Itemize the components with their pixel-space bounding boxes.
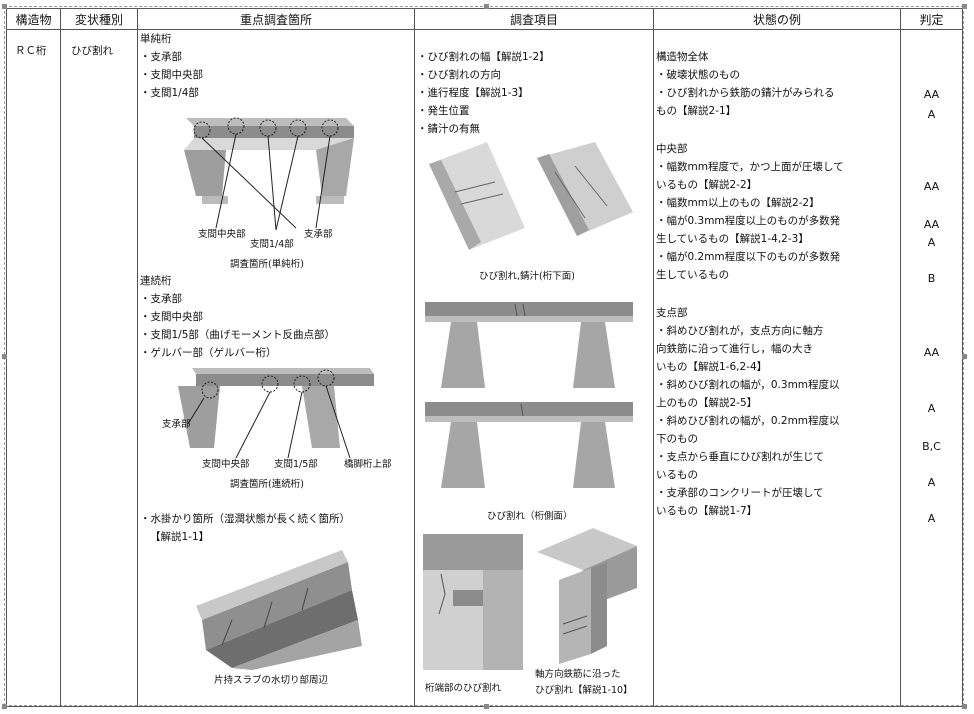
state-line: ・幅が0.3mm程度以上のものが多数発 <box>656 215 841 227</box>
resize-handle[interactable] <box>484 704 489 709</box>
girder-underside-photo <box>429 142 633 250</box>
list-item: ・ひび割れの方向 <box>417 69 501 81</box>
deformation-value: ひび割れ <box>71 45 113 57</box>
figure-label: 支間中央部 <box>198 229 246 240</box>
header-row: 構造物 変状種別 重点調査箇所 調査項目 状態の例 判定 <box>6 8 963 30</box>
resize-handle[interactable] <box>962 4 967 9</box>
resize-handle[interactable] <box>484 4 489 9</box>
figure-caption: 調査箇所(連続桁) <box>230 479 304 490</box>
figure-caption: ひび割れ（桁側面） <box>487 511 573 522</box>
cell-state-examples: 構造物全体 ・破壊状態のもの ・ひび割れから鉄筋の錆汁がみられる もの【解説2-… <box>653 29 901 707</box>
cell-locations: 単純桁 ・支承部 ・支間中央部 ・支間1/4部 <box>137 29 415 707</box>
list-item: ・支間1/4部 <box>140 87 199 99</box>
state-line: いるもの【解説2-2】 <box>656 179 758 191</box>
figure-caption: 片持スラブの水切り部周辺 <box>214 675 329 686</box>
header-locations: 重点調査箇所 <box>137 8 415 30</box>
state-line: 上のもの【解説2-5】 <box>656 397 758 409</box>
header-deformation: 変状種別 <box>60 8 138 30</box>
list-item: ・ゲルバー部（ゲルバー桁） <box>140 347 277 359</box>
axial-crack-photo <box>537 528 637 664</box>
group-title: 中央部 <box>656 143 688 155</box>
figure-caption: ひび割れ【解説1-10】 <box>535 685 633 696</box>
list-item: ・支承部 <box>140 51 182 63</box>
cell-survey-items: ・ひび割れの幅【解説1-2】 ・ひび割れの方向 ・進行程度【解説1-3】 ・発生… <box>414 29 654 707</box>
state-line: 向鉄筋に沿って進行し，幅の大き <box>656 343 813 355</box>
verdict-value: AA <box>923 180 940 193</box>
girder-end-photo <box>423 534 523 670</box>
state-line: ・斜めひび割れの幅が，0.2mm程度以 <box>656 415 840 427</box>
inspection-table: 構造物 変状種別 重点調査箇所 調査項目 状態の例 判定 ＲＣ桁 ひび割れ <box>6 8 963 707</box>
list-item: ・進行程度【解説1-3】 <box>417 87 529 99</box>
header-survey-items: 調査項目 <box>414 8 654 30</box>
list-item: ・発生位置 <box>417 105 470 117</box>
list-item: ・支間中央部 <box>140 311 203 323</box>
list-item: ・水掛かり箇所（湿潤状態が長く続く箇所） <box>140 513 350 525</box>
state-line: いるもの【解説1-7】 <box>656 505 758 517</box>
figure-caption: 調査箇所(単純桁) <box>230 259 304 270</box>
continuous-girder-title: 連続桁 <box>140 275 172 287</box>
verdict-value: AA <box>923 218 940 231</box>
figure-label: 支間中央部 <box>202 459 250 470</box>
figure-caption: 軸方向鉄筋に沿った <box>535 669 621 680</box>
verdict-value: A <box>927 402 936 415</box>
state-line: ・支承部のコンクリートが圧壊して <box>656 487 824 499</box>
figure-caption: 桁端部のひび割れ <box>425 683 502 694</box>
list-item: ・支承部 <box>140 293 182 305</box>
verdict-value: B,C <box>922 440 941 453</box>
list-item: ・ひび割れの幅【解説1-2】 <box>417 51 550 63</box>
verdict-value: B <box>927 272 936 285</box>
header-structure: 構造物 <box>6 8 61 30</box>
table-row: ＲＣ桁 ひび割れ 単純桁 ・支承部 ・支間中央部 ・支間1/4部 <box>6 29 963 707</box>
state-line: ・幅数mm以上のもの【解説2-2】 <box>656 197 820 209</box>
figure-label: 橋脚桁上部 <box>344 459 392 470</box>
list-item: ・錆汁の有無 <box>417 123 480 135</box>
list-item: ・支間1/5部（曲げモーメント反曲点部） <box>140 329 335 341</box>
state-line: ・幅が0.2mm程度以下のものが多数発 <box>656 251 841 263</box>
verdict-value: AA <box>923 346 940 359</box>
resize-handle[interactable] <box>2 354 7 359</box>
group-title: 支点部 <box>656 307 688 319</box>
state-line: もの【解説2-1】 <box>656 105 737 117</box>
figure-label: 支間1/4部 <box>250 239 294 250</box>
state-line: 下のもの <box>656 433 698 445</box>
girder-side-photo <box>425 302 633 488</box>
cell-structure: ＲＣ桁 <box>6 29 61 707</box>
state-line: いもの【解説1-6,2-4】 <box>656 361 768 373</box>
state-line: ・ひび割れから鉄筋の錆汁がみられる <box>656 87 835 99</box>
figure-caption: ひび割れ,錆汁(桁下面) <box>479 271 575 282</box>
simple-girder-diagram <box>184 117 354 231</box>
resize-handle[interactable] <box>2 4 7 9</box>
state-line: ・破壊状態のもの <box>656 69 740 81</box>
resize-handle[interactable] <box>962 704 967 709</box>
cell-deformation: ひび割れ <box>60 29 138 707</box>
figure-label: 支間1/5部 <box>274 459 318 470</box>
header-verdict: 判定 <box>900 8 963 30</box>
list-item: ・支間中央部 <box>140 69 203 81</box>
figure-label: 支承部 <box>162 419 191 430</box>
resize-handle[interactable] <box>962 354 967 359</box>
cantilever-slab-diagram <box>196 550 362 670</box>
simple-girder-title: 単純桁 <box>140 33 172 45</box>
state-line: いるもの <box>656 469 698 481</box>
figure-label: 支承部 <box>304 229 333 240</box>
state-line: ・支点から垂直にひび割れが生じて <box>656 451 824 463</box>
group-title: 構造物全体 <box>656 51 709 63</box>
verdict-value: AA <box>923 88 940 101</box>
state-line: 生しているもの【解説1-4,2-3】 <box>656 233 809 245</box>
state-line: 生しているもの <box>656 269 730 281</box>
continuous-girder-diagram <box>178 368 374 458</box>
reference: 【解説1-1】 <box>150 531 210 543</box>
header-state-examples: 状態の例 <box>653 8 901 30</box>
state-line: ・斜めひび割れが，支点方向に軸方 <box>656 325 824 337</box>
state-line: ・幅数mm程度で，かつ上面が圧壊して <box>656 161 844 173</box>
resize-handle[interactable] <box>2 704 7 709</box>
state-line: ・斜めひび割れの幅が，0.3mm程度以 <box>656 379 840 391</box>
verdict-value: A <box>927 108 936 121</box>
verdict-value: A <box>927 476 936 489</box>
cell-verdict: AA A AA AA A B AA A B,C A A <box>900 29 963 707</box>
verdict-value: A <box>927 512 936 525</box>
structure-value: ＲＣ桁 <box>15 45 47 57</box>
verdict-value: A <box>927 236 936 249</box>
